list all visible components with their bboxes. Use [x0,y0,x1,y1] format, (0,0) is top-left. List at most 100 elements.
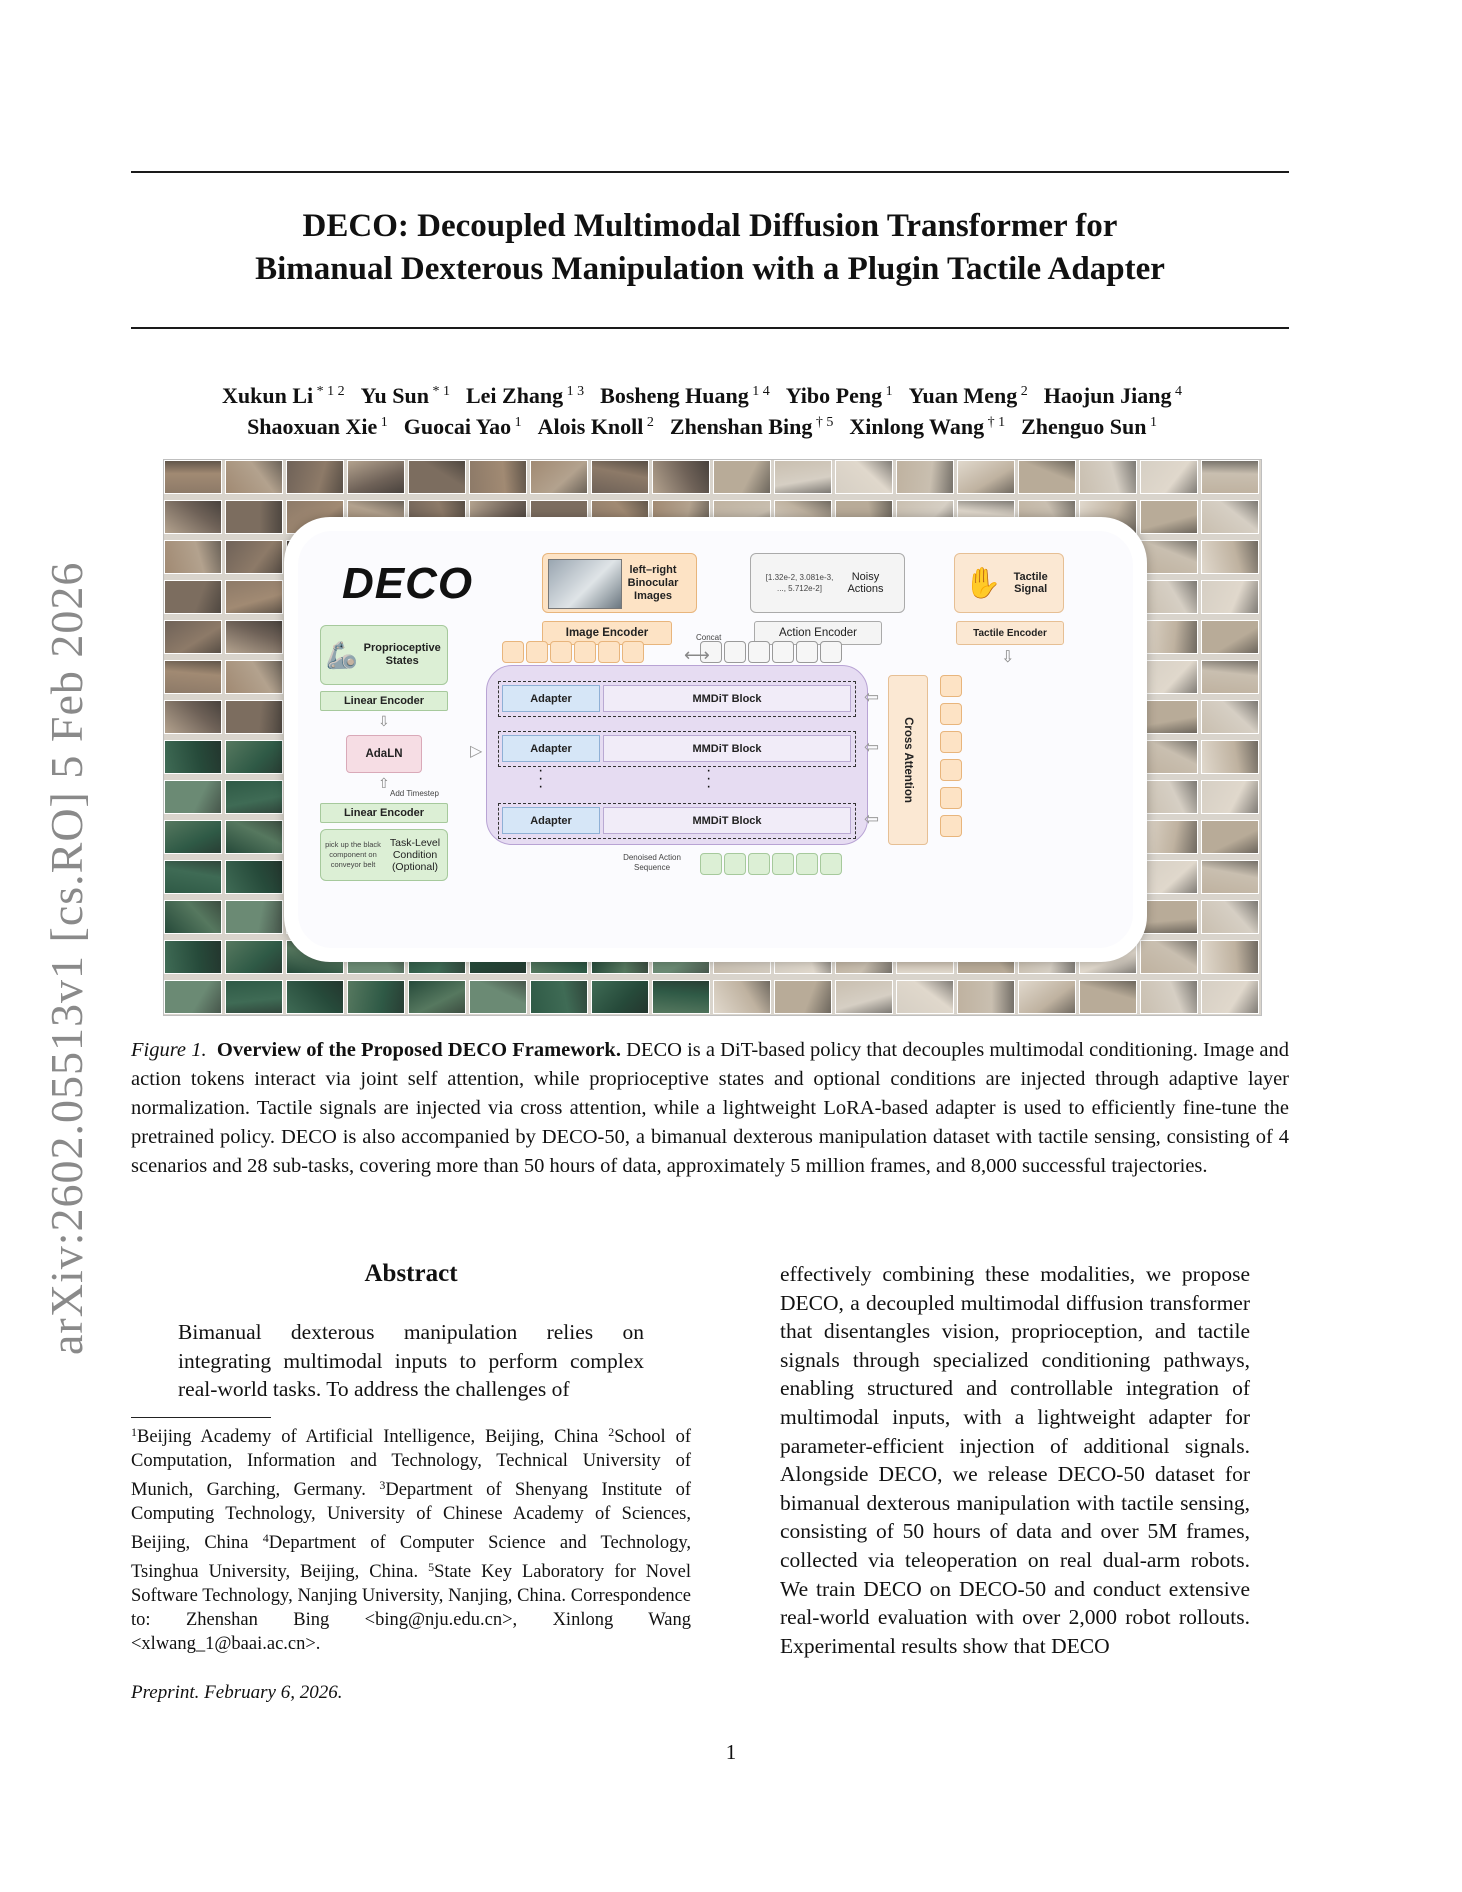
tactile-down-arrow-icon: ⇩ [1001,649,1015,666]
author-affiliation: † 5 [812,415,834,430]
abstract-heading: Abstract [364,1260,458,1287]
mmdit-block: MMDiT Block [603,807,851,834]
robot-photo-tile [1201,780,1259,814]
mmdit-block: MMDiT Block [603,685,851,712]
adapter-box: Adapter [502,685,600,712]
robot-photo-tile [530,980,588,1014]
linear-encoder-top: Linear Encoder [320,691,448,711]
robot-photo-tile [713,460,771,494]
robot-photo-tile [652,460,710,494]
figure-1: DECO left–right Binocular Images [1.32e-… [163,459,1262,1016]
robot-photo-tile [957,460,1015,494]
robot-photo-tile [1140,620,1198,654]
robot-photo-tile [713,980,771,1014]
tactile-token [940,703,962,725]
tactile-token [940,675,962,697]
robot-photo-tile [347,460,405,494]
robot-photo-tile [1140,940,1198,974]
robot-photo-tile [1140,540,1198,574]
robot-photo-tile [1140,460,1198,494]
denoised-token [748,853,770,875]
author-name: Shaoxuan Xie [247,414,378,439]
left-arrow-icon: ⇦ [864,737,880,757]
up-arrow-icon: ⇧ [378,775,390,791]
image-token [526,641,548,663]
footnote-rule [131,1417,271,1418]
robot-photo-tile [1140,820,1198,854]
robot-photo-tile [1140,500,1198,534]
robot-photo-tile [164,980,222,1014]
author-affiliation: 1 [882,384,893,399]
robot-photo-tile [164,700,222,734]
robot-photo-tile [1201,660,1259,694]
author: Lei Zhang 1 3 [466,383,584,408]
robot-photo-tile [1201,860,1259,894]
footnote-text: Beijing Academy of Artificial Intelligen… [137,1427,609,1447]
title-line-1: DECO: Decoupled Multimodal Diffusion Tra… [302,208,1118,244]
action-encoder: Action Encoder [754,621,882,645]
denoised-token [772,853,794,875]
vertical-ellipsis-left: ··· [538,762,544,795]
robot-photo-tile [1079,460,1137,494]
action-token [700,641,722,663]
binocular-thumb [548,559,622,609]
robot-photo-tile [225,740,283,774]
figure-caption: Figure 1. Overview of the Proposed DECO … [131,1036,1289,1181]
noisy-actions-box: [1.32e-2, 3.081e-3, ..., 5.712e-2] Noisy… [750,553,905,613]
robot-photo-tile [1079,980,1137,1014]
robot-photo-tile [1140,780,1198,814]
footnote-text: Department of Shenyang Institute of Comp… [131,1480,692,1553]
author-name: Yuan Meng [908,383,1018,408]
left-arrow-icon: ⇦ [864,809,880,829]
author-affiliation: 4 [1171,384,1182,399]
tactile-token [940,787,962,809]
robot-photo-tile [225,940,283,974]
abstract-left: Bimanual dexterous manipulation relies o… [178,1320,644,1402]
adapter-box: Adapter [502,735,600,762]
deco-logo: DECO [342,559,474,608]
image-token [622,641,644,663]
noisy-actions-label: Noisy Actions [847,571,884,595]
hand-icon: ✋ [964,566,1002,600]
tactile-token [940,815,962,837]
robot-photo-tile [1201,940,1259,974]
author: Xukun Li * 1 2 [222,383,345,408]
author-name: Lei Zhang [465,383,564,408]
author: Yuan Meng 2 [909,383,1028,408]
footnotes: 1Beijing Academy of Artificial Intellige… [131,1420,691,1656]
footnote-text: Department of Computer Science and Techn… [131,1533,691,1582]
cross-attention-label: Cross Attention [902,717,915,803]
robot-photo-tile [1201,820,1259,854]
denoised-token [796,853,818,875]
robot-photo-tile [164,820,222,854]
denoised-label: Denoised Action Sequence [623,853,681,872]
robot-photo-tile [774,460,832,494]
figure-heading: Overview of the Proposed DECO Framework. [216,1039,621,1061]
footnote-text: State Key Laboratory for Novel Software … [131,1562,691,1606]
figure-label: Figure 1. [131,1039,207,1061]
author: Shaoxuan Xie 1 [247,414,388,439]
robot-photo-tile [225,900,283,934]
author-name: Zhenshan Bing [669,414,813,439]
proprioceptive-states-box: 🦾 Proprioceptive States [320,625,448,685]
figure-caption-text: DECO is a DiT-based policy that decouple… [131,1039,1290,1177]
right-arrow-icon: ▷ [470,743,483,760]
footnote-marker: 4 [262,1531,269,1545]
mmdit-block: MMDiT Block [603,735,851,762]
robot-photo-tile [225,580,283,614]
author: Haojun Jiang 4 [1044,383,1182,408]
author-name: Xukun Li [222,383,314,408]
abstract-right: effectively combining these modalities, … [780,1262,1250,1658]
robot-photo-tile [591,460,649,494]
robot-photo-tile [1018,460,1076,494]
author: Zhenguo Sun 1 [1021,414,1157,439]
binocular-label: left–right Binocular Images [627,563,679,602]
author-affiliation: 1 [511,415,522,430]
tactile-signal-box: ✋ Tactile Signal [954,553,1064,613]
author-name: Yu Sun [360,383,429,408]
robot-photo-tile [164,780,222,814]
footnote-marker: 1 [131,1425,137,1439]
robot-photo-tile [1201,620,1259,654]
robot-photo-tile [347,980,405,1014]
